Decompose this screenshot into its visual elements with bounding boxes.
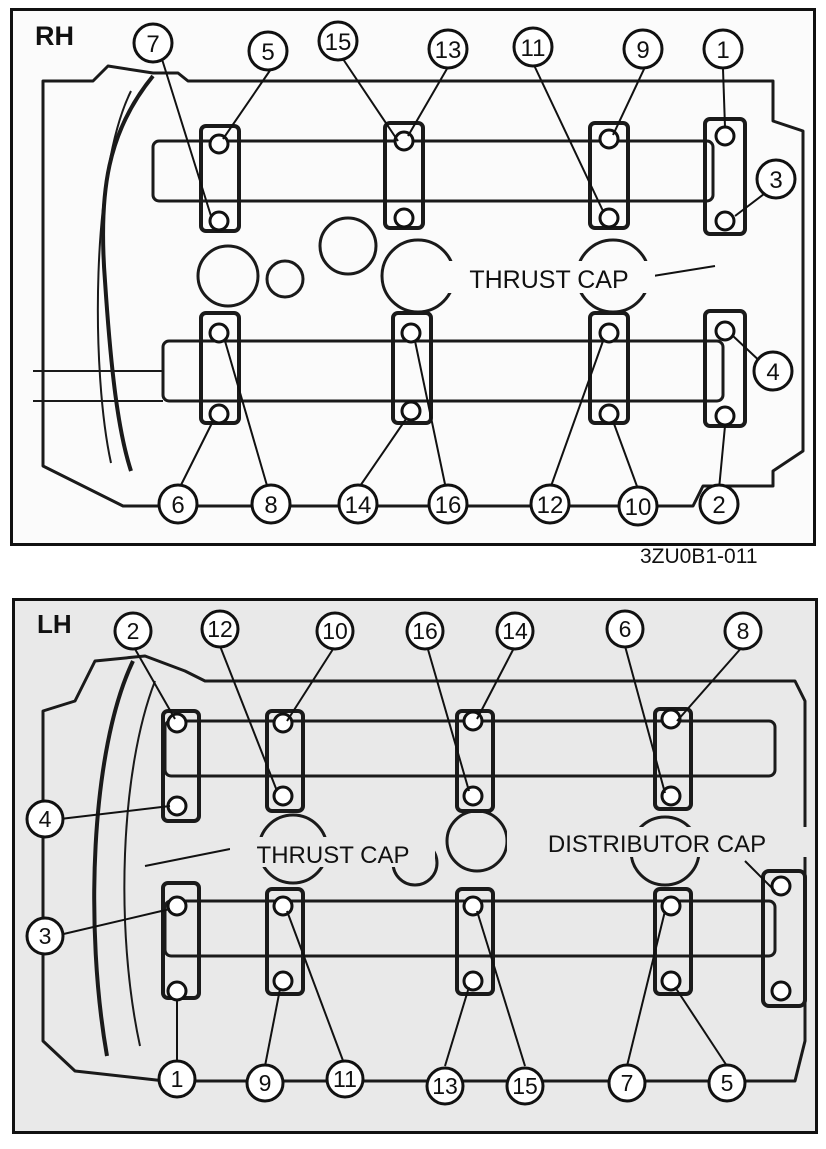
rh-cap-number: 12 — [537, 492, 564, 519]
rh-cylinder-head-drawing: 7 5 15 13 11 9 1 3 4 6 8 14 16 12 10 2 R… — [33, 20, 805, 527]
rh-cap-number: 9 — [636, 37, 649, 64]
lh-distributor-cap-label: DISTRIBUTOR CAP — [548, 831, 766, 858]
lh-cap-number: 11 — [333, 1066, 357, 1092]
lh-side-label: LH — [37, 609, 72, 639]
rh-cap-number: 6 — [171, 492, 184, 519]
rh-head-outline — [41, 64, 805, 508]
rh-cap-number: 3 — [769, 167, 782, 194]
rh-upper-camshaft — [151, 139, 715, 203]
rh-diagram-panel: 7 5 15 13 11 9 1 3 4 6 8 14 16 12 10 2 R… — [10, 8, 816, 546]
lh-cap-number: 10 — [322, 618, 348, 644]
rh-cap-number: 14 — [345, 492, 372, 519]
lh-cap-number: 2 — [127, 618, 140, 644]
lh-cap-number: 4 — [39, 806, 52, 832]
lh-cap-number: 15 — [512, 1073, 538, 1099]
rh-timing-gear — [100, 74, 155, 472]
rh-valve-bore — [318, 216, 378, 276]
rh-thrust-cap-label: THRUST CAP — [469, 266, 628, 294]
lh-cap-number: 3 — [39, 923, 52, 949]
lh-cylinder-head-drawing: 2 12 10 16 14 6 8 4 3 1 9 11 13 15 7 5 L… — [25, 609, 807, 1106]
rh-side-label: RH — [35, 21, 74, 51]
rh-cap-number: 15 — [325, 29, 352, 56]
rh-cap-number: 2 — [712, 492, 725, 519]
lh-cam-cap — [265, 709, 305, 813]
lh-cap-number: 16 — [412, 618, 438, 644]
lh-cam-cap — [265, 887, 305, 996]
rh-cap-number: 8 — [264, 492, 277, 519]
lh-cap-number: 5 — [721, 1070, 734, 1096]
rh-cap-number: 4 — [766, 359, 779, 386]
rh-cap-number: 7 — [146, 31, 159, 58]
lh-thrust-cap — [161, 709, 201, 823]
rh-valve-bore — [265, 259, 305, 299]
rh-cap-number: 11 — [521, 35, 546, 62]
lh-cap-number: 13 — [432, 1073, 458, 1099]
lh-cap-number: 6 — [619, 616, 632, 642]
lh-valve-bore — [445, 809, 509, 873]
rh-valve-bore — [380, 238, 456, 314]
lh-cap-number: 12 — [207, 616, 233, 642]
rh-cap-number: 10 — [625, 494, 652, 521]
rh-cap-number: 16 — [435, 492, 462, 519]
rh-lower-camshaft — [161, 339, 725, 403]
lh-distributor-cap — [761, 869, 807, 1008]
lh-head-outline — [41, 654, 807, 1083]
lh-cap-number: 14 — [502, 618, 528, 644]
rh-cap-number: 5 — [261, 39, 274, 66]
rh-cam-cap — [391, 311, 433, 425]
lh-timing-gear — [92, 660, 135, 1057]
lh-thrust-cap-label: THRUST CAP — [257, 842, 410, 869]
rh-valve-bore — [196, 244, 260, 308]
lh-cam-cap — [653, 887, 693, 996]
lh-cam-cap — [455, 887, 495, 996]
lh-cap-number: 9 — [259, 1070, 272, 1096]
rh-cap-number: 1 — [716, 37, 729, 64]
lh-diagram-panel: 2 12 10 16 14 6 8 4 3 1 9 11 13 15 7 5 L… — [12, 598, 818, 1134]
lh-cap-number: 7 — [621, 1070, 634, 1096]
lh-cap-number: 8 — [737, 618, 750, 644]
lh-cap-number: 1 — [171, 1066, 184, 1092]
figure-code: 3ZU0B1-011 — [640, 545, 758, 568]
rh-cap-number: 13 — [435, 37, 462, 64]
